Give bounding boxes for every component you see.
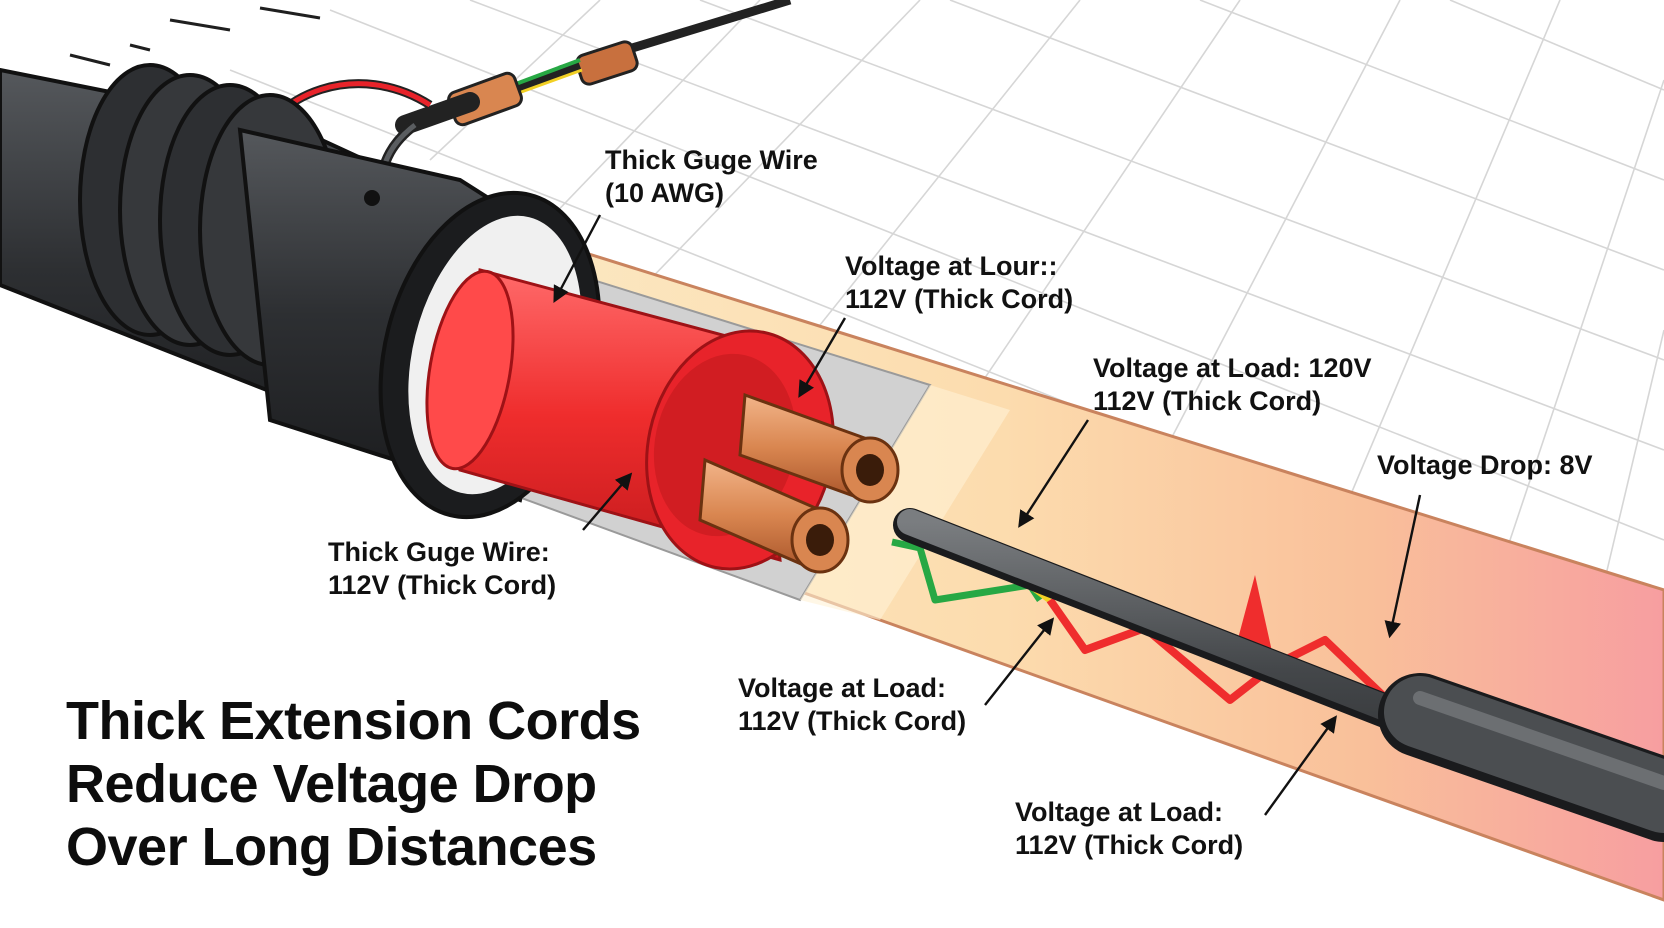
callout-voltage-load-mid: Voltage at Load: 112V (Thick Cord)	[738, 672, 966, 738]
callout-voltage-load-bottom: Voltage at Load: 112V (Thick Cord)	[1015, 796, 1243, 862]
arrow-voltage-lour	[798, 317, 847, 398]
arrow-voltage-drop	[1384, 494, 1422, 639]
callout-voltage-drop: Voltage Drop: 8V	[1377, 449, 1593, 482]
diagram-title: Thick Extension Cords Reduce Veltage Dro…	[66, 690, 641, 879]
callout-line: Voltage at Load: 120V	[1093, 353, 1372, 383]
callout-line: Voltage at Load:	[738, 673, 947, 703]
title-line: Thick Extension Cords	[66, 691, 641, 751]
callout-line: Thick Guge Wire:	[328, 537, 550, 567]
callout-line: 112V (Thick Cord)	[328, 570, 557, 600]
arrow-voltage-load-mid	[984, 617, 1055, 706]
callout-line: 112V (Thick Cord)	[1093, 386, 1322, 416]
title-line: Over Long Distances	[66, 817, 597, 877]
callout-arrows	[553, 214, 1422, 816]
callout-wire-gauge-left: Thick Guge Wire: 112V (Thick Cord)	[328, 536, 556, 602]
callout-voltage-load-120: Voltage at Load: 120V 112V (Thick Cord)	[1093, 352, 1372, 418]
conductor-rod	[893, 508, 1664, 842]
callout-line: Voltage at Load:	[1015, 797, 1224, 827]
callout-line: Voltage Drop: 8V	[1377, 450, 1593, 480]
callout-wire-gauge-top: Thick Guge Wire (10 AWG)	[605, 144, 818, 210]
background-grid	[69, 0, 1664, 641]
callout-line: (10 AWG)	[605, 178, 725, 208]
copper-conductors	[698, 392, 900, 574]
arrow-wire-gauge-top	[553, 214, 602, 303]
callout-line: 112V (Thick Cord)	[1015, 830, 1244, 860]
callout-line: Thick Guge Wire	[605, 145, 818, 175]
callout-line: 112V (Thick Cord)	[738, 706, 967, 736]
title-line: Reduce Veltage Drop	[66, 754, 597, 814]
arrow-voltage-load-bottom	[1264, 715, 1337, 816]
callout-line: 112V (Thick Cord)	[845, 284, 1074, 314]
callout-voltage-lour: Voltage at Lour:: 112V (Thick Cord)	[845, 250, 1073, 316]
arrow-wire-gauge-left	[582, 472, 633, 531]
arrow-voltage-load-120	[1018, 419, 1090, 528]
callout-line: Voltage at Lour::	[845, 251, 1058, 281]
